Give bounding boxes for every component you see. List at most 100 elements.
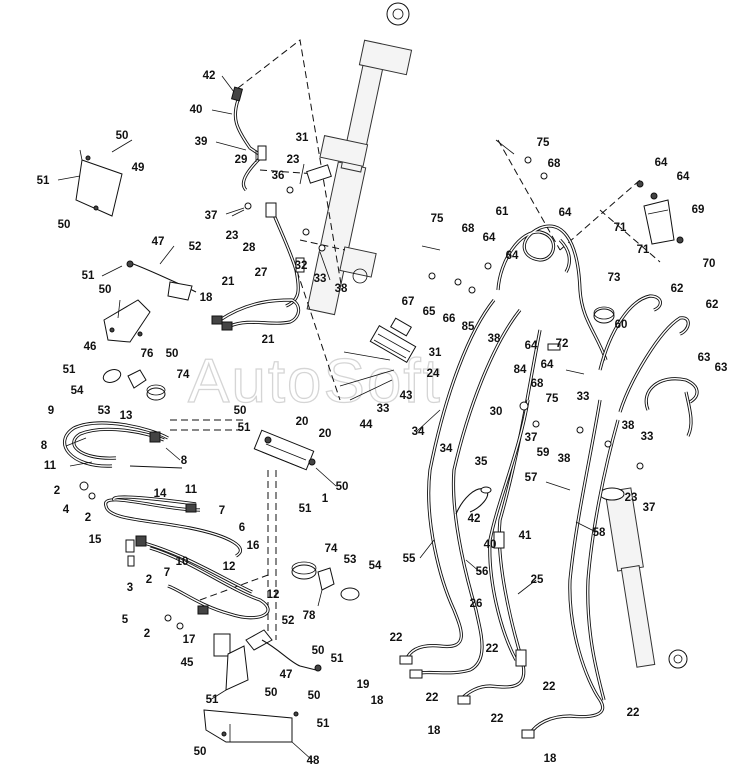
callout-38: 38 — [558, 453, 571, 465]
callout-51: 51 — [37, 175, 50, 187]
callout-13: 13 — [120, 410, 133, 422]
callout-50: 50 — [166, 348, 179, 360]
callout-71: 71 — [637, 244, 650, 256]
callout-54: 54 — [71, 385, 84, 397]
hose-56 — [415, 309, 522, 676]
callout-7: 7 — [219, 505, 225, 517]
callout-68: 68 — [548, 158, 561, 170]
fittings-upper — [231, 164, 332, 252]
callout-54: 54 — [369, 560, 382, 572]
callout-42: 42 — [468, 513, 481, 525]
hose-39-40 — [230, 86, 305, 308]
callout-6: 6 — [239, 522, 245, 534]
callout-64: 64 — [525, 340, 538, 352]
callout-2: 2 — [54, 485, 60, 497]
callout-72: 72 — [556, 338, 569, 350]
callout-51: 51 — [206, 694, 219, 706]
callout-64: 64 — [559, 207, 572, 219]
callout-37: 37 — [525, 432, 538, 444]
assembly-dashed-lines — [170, 39, 661, 640]
callout-8: 8 — [181, 455, 188, 467]
callout-71: 71 — [614, 222, 627, 234]
callout-22: 22 — [627, 707, 640, 719]
callout-30: 30 — [490, 406, 503, 418]
callout-20: 20 — [296, 416, 309, 428]
hose-42 — [455, 486, 492, 515]
callout-66: 66 — [443, 313, 456, 325]
callout-64: 64 — [506, 250, 519, 262]
callout-38: 38 — [335, 283, 348, 295]
hose-57-58 — [528, 399, 620, 735]
clamp-73 — [593, 306, 615, 324]
callout-65: 65 — [423, 306, 436, 318]
callout-40: 40 — [484, 539, 497, 551]
hose-55 — [404, 299, 496, 661]
callout-2: 2 — [85, 512, 91, 524]
callout-63: 63 — [698, 352, 711, 364]
hose-26 — [488, 399, 530, 661]
callout-11: 11 — [44, 460, 57, 472]
callout-75: 75 — [546, 393, 559, 405]
bracket-49 — [75, 149, 123, 217]
callout-12: 12 — [267, 589, 280, 601]
callout-55: 55 — [403, 553, 416, 565]
callout-51: 51 — [63, 364, 76, 376]
callout-73: 73 — [608, 272, 621, 284]
callout-19: 19 — [357, 679, 370, 691]
callout-18: 18 — [371, 695, 384, 707]
clamp-set-left — [102, 369, 166, 401]
callout-50: 50 — [308, 690, 321, 702]
callout-51: 51 — [317, 718, 330, 730]
bracket-69 — [636, 180, 684, 245]
callout-9: 9 — [48, 405, 54, 417]
callout-56: 56 — [476, 566, 489, 578]
callout-51: 51 — [299, 503, 312, 515]
callout-21: 21 — [222, 276, 235, 288]
callout-50: 50 — [58, 219, 71, 231]
callout-18: 18 — [428, 725, 441, 737]
clamp-set-right — [291, 561, 360, 607]
callout-10: 10 — [176, 556, 189, 568]
watermark: AutoSoft — [188, 347, 442, 416]
callout-51: 51 — [238, 422, 251, 434]
callout-28: 28 — [243, 242, 256, 254]
callout-62: 62 — [706, 299, 719, 311]
callout-75: 75 — [431, 213, 444, 225]
callout-53: 53 — [98, 405, 111, 417]
callout-38: 38 — [622, 420, 635, 432]
callout-45: 45 — [181, 657, 194, 669]
callout-42: 42 — [203, 70, 216, 82]
fittings-left — [79, 481, 184, 630]
callout-44: 44 — [360, 419, 373, 431]
callout-14: 14 — [154, 488, 167, 500]
callout-63: 63 — [715, 362, 728, 374]
callout-33: 33 — [314, 273, 327, 285]
callout-58: 58 — [593, 527, 606, 539]
upper-cylinder — [306, 2, 413, 316]
callout-50: 50 — [265, 687, 278, 699]
callout-1: 1 — [322, 493, 329, 505]
callout-50: 50 — [116, 130, 129, 142]
callout-24: 24 — [427, 368, 440, 380]
callout-62: 62 — [671, 283, 684, 295]
callout-18: 18 — [200, 292, 213, 304]
callout-5: 5 — [122, 614, 129, 626]
hose-62 — [598, 294, 690, 413]
callout-68: 68 — [462, 223, 475, 235]
callout-67: 67 — [402, 296, 415, 308]
callout-12: 12 — [223, 561, 236, 573]
callout-46: 46 — [84, 341, 97, 353]
callout-41: 41 — [519, 530, 532, 542]
bracket-46 — [103, 299, 151, 343]
hose-bundle-9 — [62, 421, 183, 469]
callout-49: 49 — [132, 162, 145, 174]
callout-35: 35 — [475, 456, 488, 468]
callout-50: 50 — [234, 405, 247, 417]
plate-48 — [203, 709, 299, 743]
callout-34: 34 — [412, 426, 425, 438]
callout-27: 27 — [255, 267, 268, 279]
callout-22: 22 — [543, 681, 556, 693]
callout-48: 48 — [307, 755, 320, 767]
callout-7: 7 — [164, 567, 170, 579]
hose-61-loop — [496, 224, 608, 361]
